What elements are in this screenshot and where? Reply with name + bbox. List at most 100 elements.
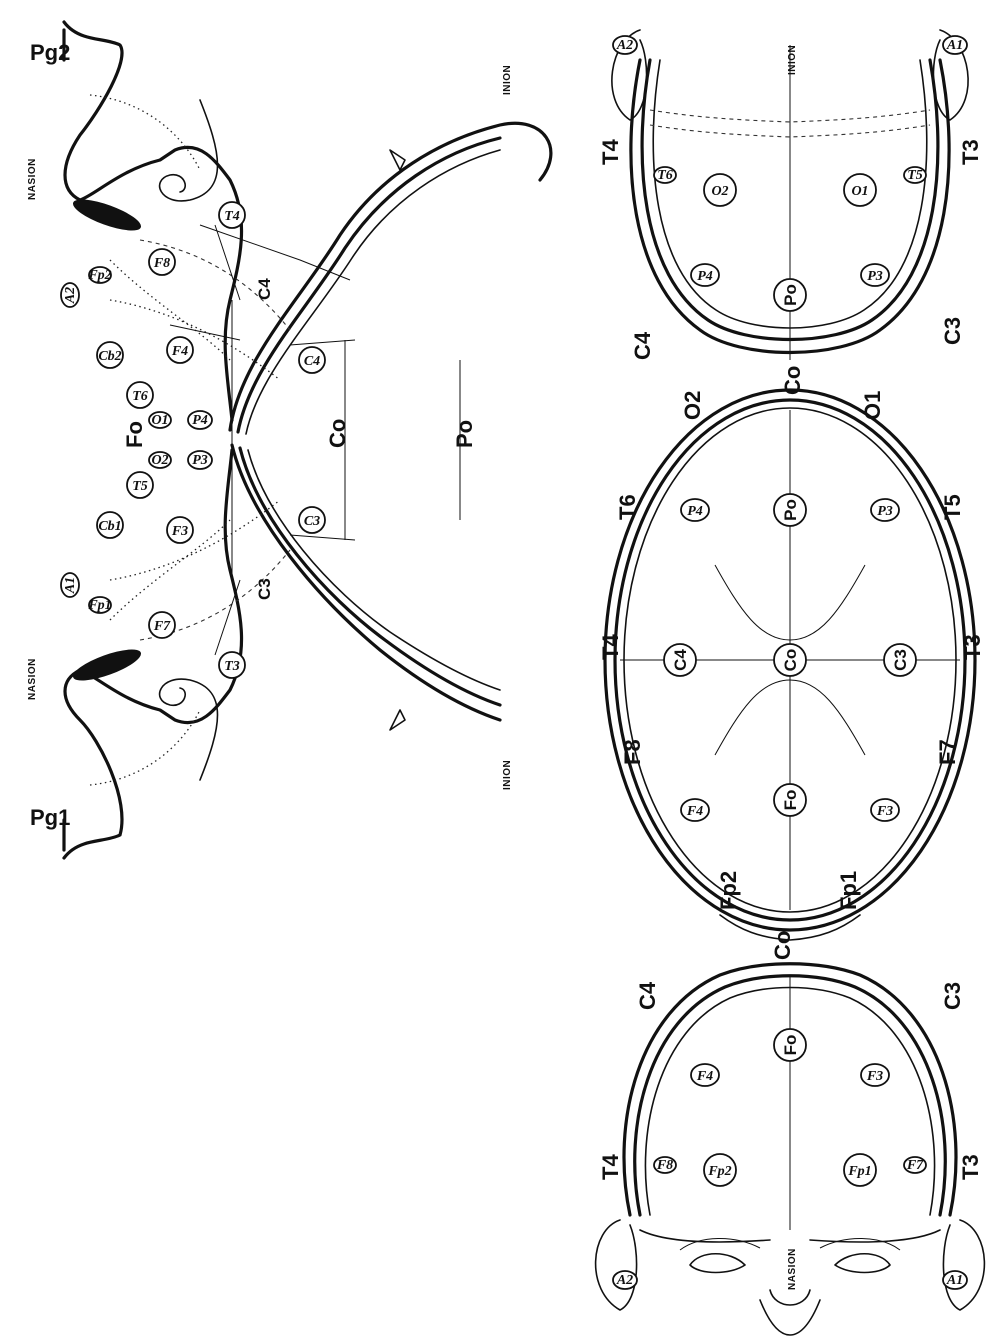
electrode-po-top: Po	[774, 494, 806, 526]
label-co-post: Co	[780, 366, 805, 395]
electrode-f3-front: F3	[861, 1064, 889, 1086]
electrode-c4-top: C4	[664, 644, 696, 676]
label-t3-post: T3	[958, 139, 983, 165]
electrode-fp2-label: Fp2	[87, 268, 111, 283]
electrode-c4-label: C4	[304, 354, 320, 369]
electrode-co-top: Co	[774, 644, 806, 676]
electrode-t6-label: T6	[132, 389, 148, 404]
electrode-po-top-label: Po	[781, 499, 800, 521]
electrode-a1-post-label: A1	[946, 38, 963, 53]
electrode-c3-top: C3	[884, 644, 916, 676]
electrode-fp1-label: Fp1	[87, 598, 111, 613]
label-f7-top: F7	[935, 739, 960, 765]
electrode-a1-front: A1	[943, 1271, 967, 1289]
electrode-o2-post: O2	[704, 174, 736, 206]
label-inion-right: INION	[502, 65, 513, 95]
electrode-t6: T6	[127, 382, 153, 408]
electrode-c4-top-label: C4	[671, 649, 690, 671]
electrode-f7: F7	[149, 612, 175, 638]
label-t3-top: T3	[960, 634, 985, 660]
electrode-fo-front: Fo	[774, 1029, 806, 1061]
electrode-t4: T4	[219, 202, 245, 228]
electrode-c3-label: C3	[304, 514, 320, 529]
electrode-f4-front-label: F4	[696, 1069, 713, 1084]
electrode-a2-post-label: A2	[616, 38, 633, 53]
electrode-fp1-front-label: Fp1	[847, 1164, 871, 1179]
label-t4-post: T4	[598, 139, 623, 165]
electrode-a1-front-label: A1	[946, 1273, 963, 1288]
electrode-f4-top: F4	[681, 799, 709, 821]
electrode-p3-top-label: P3	[877, 504, 893, 519]
label-t3-front: T3	[958, 1154, 983, 1180]
label-c3-lateral: C3	[255, 578, 274, 600]
electrode-a2-front-label: A2	[616, 1273, 633, 1288]
label-c3-post: C3	[940, 317, 965, 345]
label-o2-top: O2	[680, 391, 705, 420]
electrode-t6-post-label: T6	[657, 168, 673, 183]
label-nasion-front: NASION	[787, 1248, 798, 1290]
electrode-po-post-label: Po	[781, 284, 800, 306]
electrode-t5: T5	[127, 472, 153, 498]
electrode-f7-front-label: F7	[906, 1158, 924, 1173]
electrode-f7-label: F7	[153, 619, 171, 634]
electrode-f4: F4	[167, 337, 193, 363]
label-fp2-top: Fp2	[716, 871, 741, 910]
label-pg1: Pg1	[30, 805, 70, 830]
electrode-f8-front-label: F8	[656, 1158, 673, 1173]
electrode-t3: T3	[219, 652, 245, 678]
electrode-cb2: Cb2	[97, 342, 123, 368]
electrode-f8-front: F8	[654, 1157, 676, 1173]
electrode-fp2: Fp2	[87, 267, 111, 283]
electrode-p4-post-label: P4	[697, 269, 713, 284]
electrode-o1-post-label: O1	[851, 184, 868, 199]
label-t5-top: T5	[940, 494, 965, 520]
electrode-o2-label: O2	[151, 453, 168, 468]
electrode-o2: O2	[149, 452, 171, 468]
label-t4-front: T4	[598, 1154, 623, 1180]
electrode-t5-label: T5	[132, 479, 148, 494]
label-pg2: Pg2	[30, 40, 70, 65]
electrode-f4-top-label: F4	[686, 804, 703, 819]
label-inion-left: INION	[502, 760, 513, 790]
electrode-f8-label: F8	[153, 256, 170, 271]
electrode-a1-label: A1	[63, 577, 78, 594]
electrode-t5-post: T5	[904, 167, 926, 183]
lateral-left-electrodes: Fp1 F7 F3 T3 C3 A1 Cb1 T5 P3 O1	[61, 412, 325, 678]
electrode-o1-post: O1	[844, 174, 876, 206]
electrode-f3-front-label: F3	[866, 1069, 883, 1084]
electrode-c3: C3	[299, 507, 325, 533]
electrode-c4: C4	[299, 347, 325, 373]
electrode-fp2-front-label: Fp2	[707, 1164, 731, 1179]
electrode-p3-top: P3	[871, 499, 899, 521]
electrode-fo-front-label: Fo	[781, 1035, 800, 1056]
label-fp1-top: Fp1	[836, 871, 861, 910]
label-c4-lateral: C4	[255, 278, 274, 300]
electrode-f3: F3	[167, 517, 193, 543]
electrode-co-top-label: Co	[781, 649, 800, 672]
electrode-p4-label: P4	[192, 413, 208, 428]
electrode-f3-top-label: F3	[876, 804, 893, 819]
electrode-f7-front: F7	[904, 1157, 926, 1173]
electrode-p3-label: P3	[192, 453, 208, 468]
electrode-p4: P4	[188, 411, 212, 429]
electrode-t6-post: T6	[654, 167, 676, 183]
electrode-f4-front: F4	[691, 1064, 719, 1086]
electrode-fp2-front: Fp2	[704, 1154, 736, 1186]
electrode-p4-top: P4	[681, 499, 709, 521]
label-nasion-left: NASION	[27, 658, 38, 700]
electrode-f4-label: F4	[171, 344, 188, 359]
electrode-a2: A2	[61, 283, 79, 307]
electrode-fp1-front: Fp1	[844, 1154, 876, 1186]
electrode-p3: P3	[188, 451, 212, 469]
electrode-fp1: Fp1	[87, 597, 111, 613]
electrode-c3-top-label: C3	[891, 649, 910, 671]
electrode-a1: A1	[61, 573, 79, 597]
label-t4-top: T4	[598, 634, 623, 660]
label-nasion-right: NASION	[27, 158, 38, 200]
electrode-o2-post-label: O2	[711, 184, 728, 199]
label-co-between-views: Co	[770, 931, 795, 960]
electrode-o1: O1	[149, 412, 171, 428]
lateral-left-view	[64, 445, 500, 858]
label-c4-post: C4	[630, 331, 655, 360]
